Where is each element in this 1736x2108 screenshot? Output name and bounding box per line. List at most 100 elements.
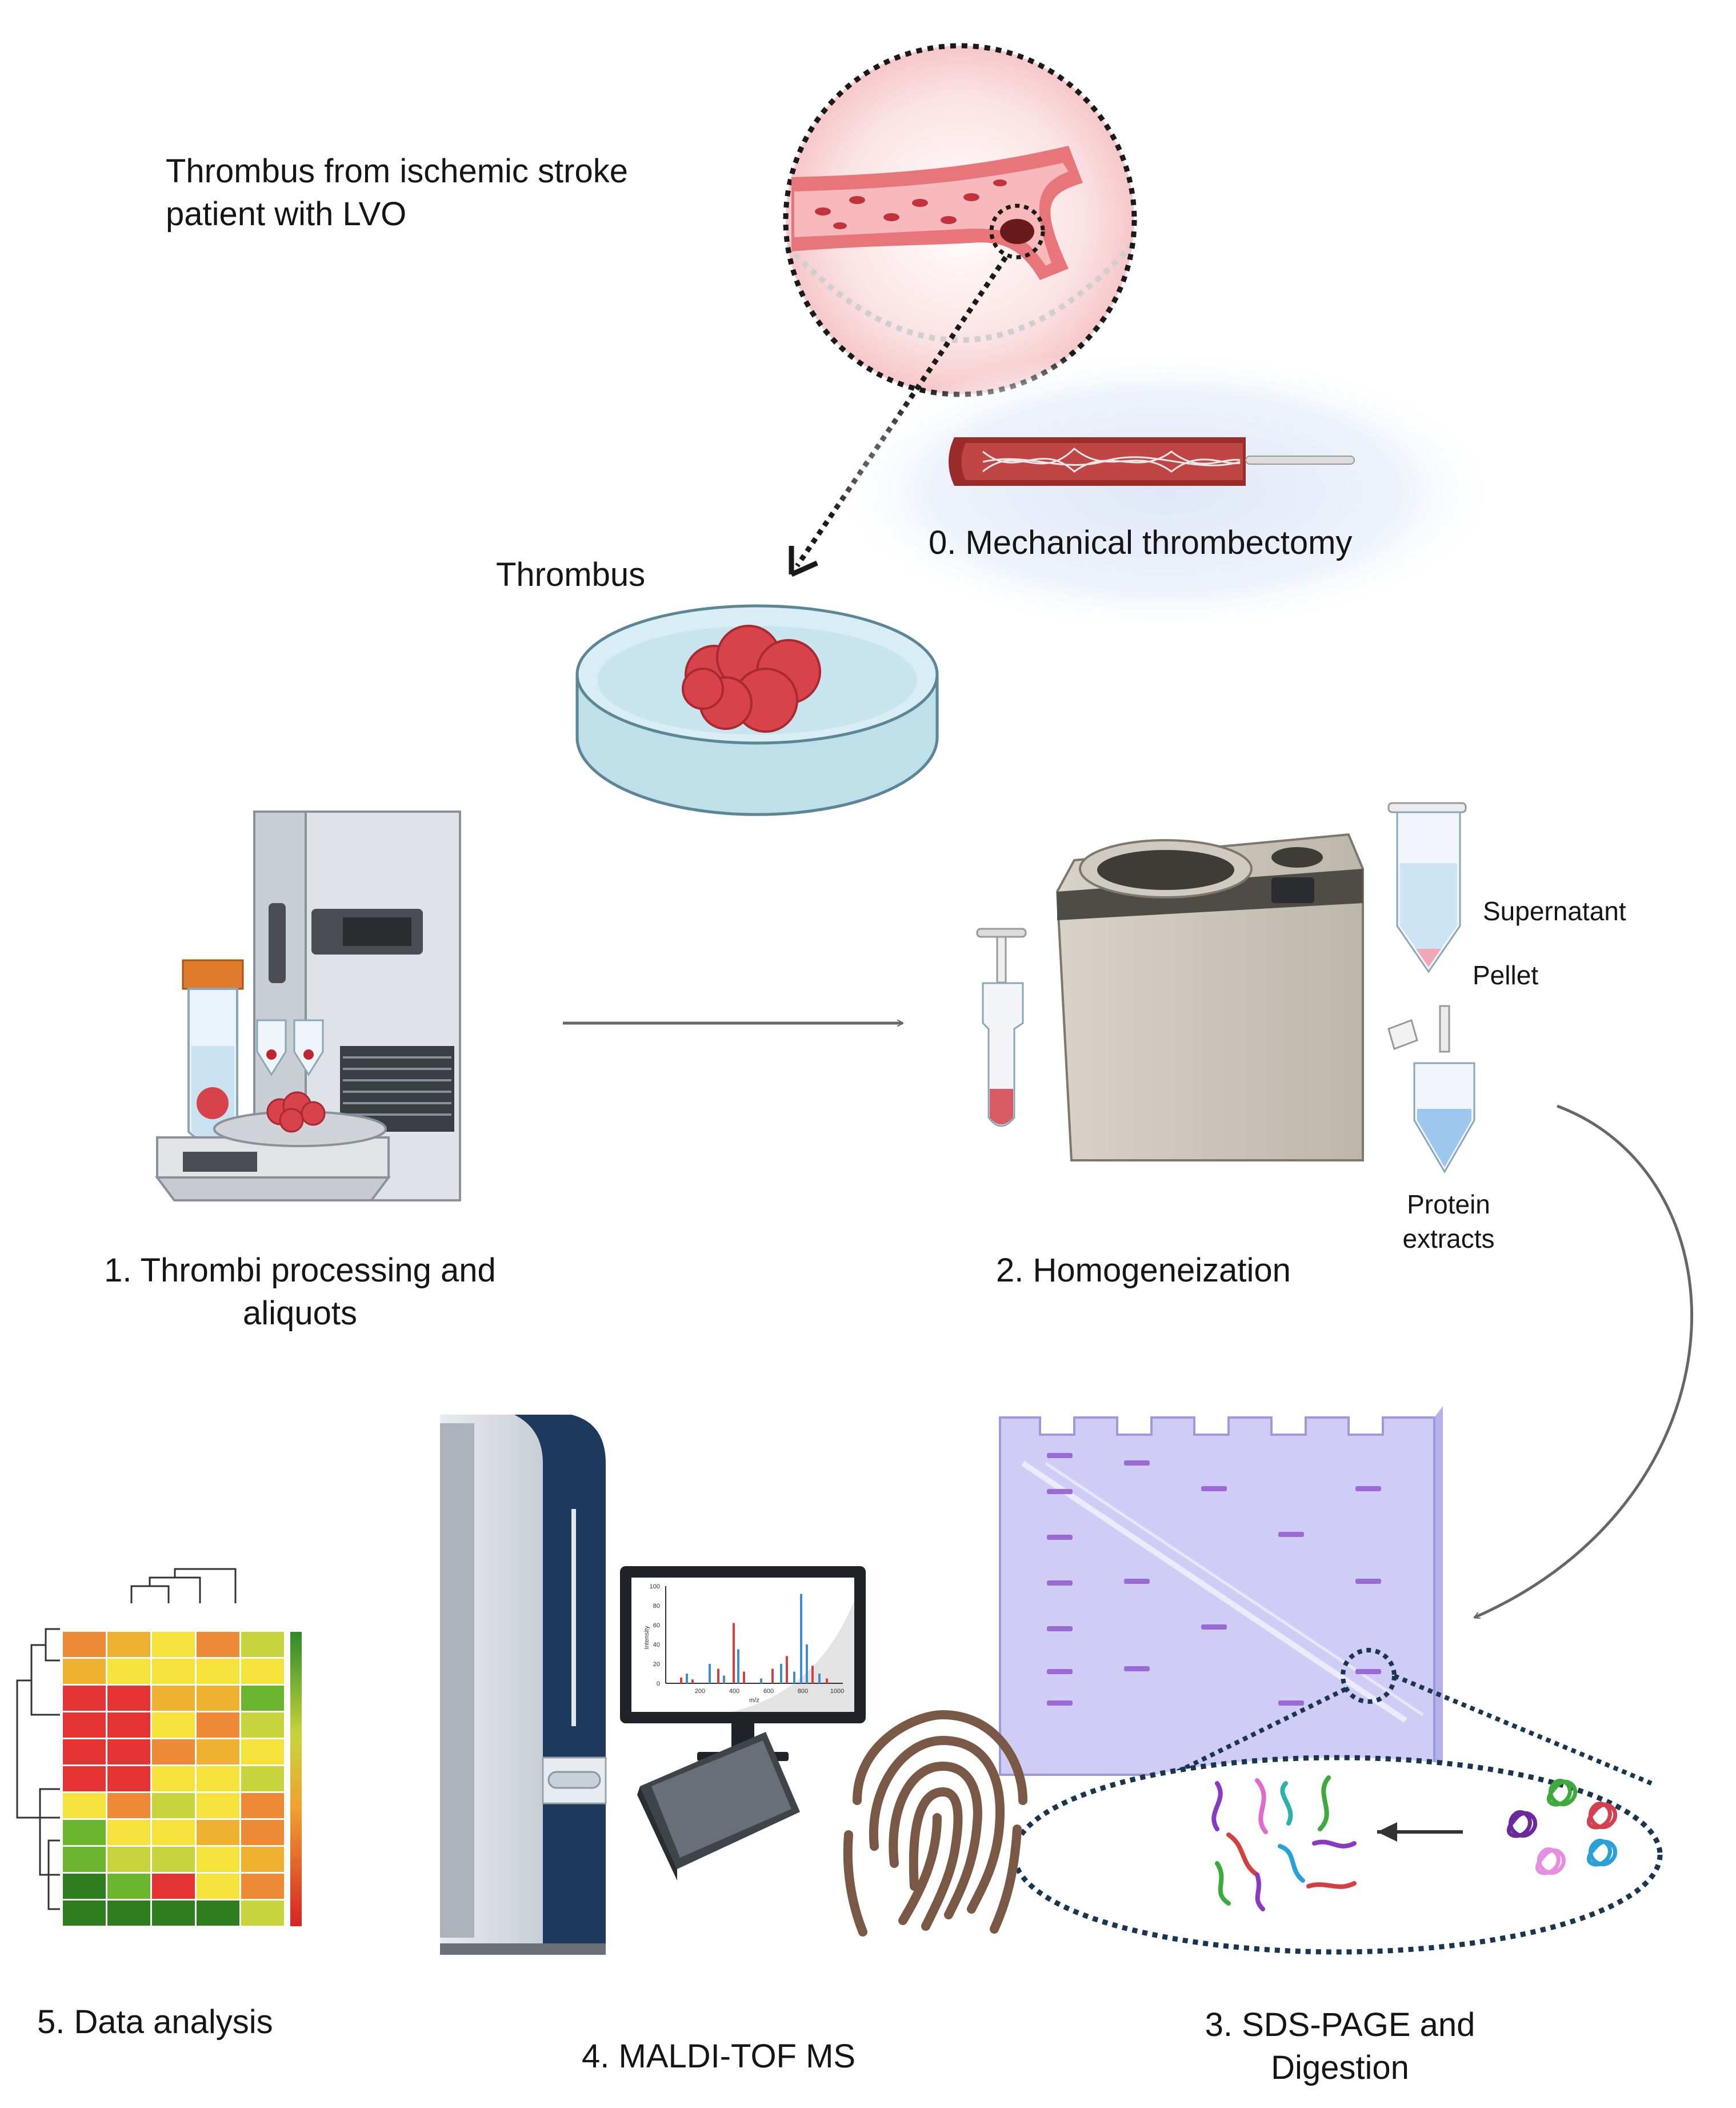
heatmap-cell (241, 1712, 284, 1738)
origin-label: Thrombus from ischemic stroke patient wi… (166, 153, 628, 233)
heatmap (63, 1632, 284, 1926)
heatmap-cell (63, 1793, 106, 1818)
spectrum-x-axis-label: m/z (749, 1697, 759, 1704)
maldi-target-plate (637, 1732, 800, 1881)
heatmap-cell (241, 1847, 284, 1872)
heatmap-cell (63, 1659, 106, 1684)
freezer-and-scale (155, 811, 461, 1201)
maldi-tof-instrument (440, 1415, 607, 1955)
heatmap-cell (63, 1874, 106, 1899)
heatmap-cell (107, 1632, 150, 1657)
spectrum-peak (686, 1674, 688, 1683)
heatmap-cell (241, 1820, 284, 1845)
heatmap-cell (63, 1739, 106, 1764)
spectrum-ytick-80: 80 (653, 1603, 660, 1610)
heatmap-cell (107, 1901, 150, 1926)
stent-retriever (982, 447, 1241, 473)
heatmap-cell (197, 1901, 239, 1926)
homogenizer-and-centrifuge (976, 802, 1475, 1173)
spectrum-ytick-40: 40 (653, 1642, 660, 1648)
spectrum-peak (733, 1623, 735, 1683)
spectrum-peak (709, 1664, 711, 1683)
step5-label: 5. Data analysis (37, 2003, 273, 2041)
step3-label: 3. SDS-PAGE and Digestion (1205, 2006, 1475, 2087)
heatmap-cell (197, 1874, 239, 1899)
spectrum-peak (780, 1664, 782, 1683)
spectrum-peak (826, 1678, 828, 1683)
heatmap-cell (241, 1766, 284, 1791)
heatmap-cell (63, 1766, 106, 1791)
heatmap-cell (63, 1632, 106, 1657)
spectrum-peak (806, 1644, 808, 1683)
step1-label: 1. Thrombi processing and aliquots (104, 1252, 496, 1332)
heatmap-cell (241, 1632, 284, 1657)
heatmap-cell (197, 1847, 239, 1872)
spectrum-xtick-400: 400 (729, 1688, 739, 1695)
heatmap-cell (107, 1659, 150, 1684)
heatmap-cell (107, 1686, 150, 1711)
heatmap-cell (152, 1739, 195, 1764)
proteins (1506, 1778, 1617, 1875)
heatmap-cell (197, 1766, 239, 1791)
spectrum-xtick-600: 600 (763, 1688, 774, 1695)
heatmap-cell (241, 1659, 284, 1684)
thrombectomy-illustration (829, 349, 1503, 634)
heatmap-cell (107, 1712, 150, 1738)
peptides (1211, 1775, 1357, 1911)
supernatant-label: Supernatant (1483, 896, 1626, 926)
vessel-magnifier (783, 43, 1137, 397)
mass-spectrum: 0 20 40 60 80 100 200 400 600 800 1000 m… (643, 1583, 844, 1704)
heatmap-cell (152, 1820, 195, 1845)
spectrum-peak (743, 1671, 745, 1683)
heatmap-cell (63, 1901, 106, 1926)
heatmap-cell (197, 1820, 239, 1845)
heatmap-cell (241, 1739, 284, 1764)
heatmap-cell (63, 1847, 106, 1872)
spectrum-ytick-0: 0 (657, 1680, 660, 1687)
heatmap-cell (197, 1686, 239, 1711)
spectrum-ytick-20: 20 (653, 1661, 660, 1668)
spectrum-xtick-1000: 1000 (830, 1688, 844, 1695)
spectrum-y-axis-label: Intensity (643, 1626, 650, 1649)
heatmap-cell (152, 1659, 195, 1684)
heatmap-cell (152, 1712, 195, 1738)
step4-label: 4. MALDI-TOF MS (582, 2038, 856, 2075)
sds-page-gel (999, 1406, 1653, 1786)
heatmap-cell (152, 1901, 195, 1926)
thrombus-label: Thrombus (496, 556, 646, 593)
heatmap-cell (152, 1766, 195, 1791)
step0-label: 0. Mechanical thrombectomy (929, 524, 1353, 561)
heatmap-cell (107, 1847, 150, 1872)
spectrum-peak (691, 1679, 694, 1683)
heatmap-cell (152, 1793, 195, 1818)
heatmap-cell (197, 1712, 239, 1738)
spectrum-peak (786, 1656, 788, 1683)
heatmap-cell (63, 1712, 106, 1738)
heatmap-cell (241, 1901, 284, 1926)
heatmap-cell (152, 1632, 195, 1657)
heatmap-cell (107, 1820, 150, 1845)
heatmap-cell (197, 1632, 239, 1657)
heatmap-cell (107, 1874, 150, 1899)
spectrum-xtick-800: 800 (798, 1688, 808, 1695)
heatmap-cell (107, 1739, 150, 1764)
heatmap-cell (152, 1847, 195, 1872)
spectrum-peak (760, 1678, 762, 1683)
thrombus-sample (682, 625, 821, 733)
heatmap-cell (63, 1686, 106, 1711)
spectrum-ytick-100: 100 (650, 1583, 660, 1590)
heatmap-cell (197, 1659, 239, 1684)
spectrum-peak (818, 1674, 821, 1683)
dendrogram (16, 1568, 237, 1910)
spectrum-peak (800, 1594, 802, 1683)
heatmap-cell (63, 1820, 106, 1845)
gel-bands (1047, 1453, 1381, 1706)
spectrum-peak (811, 1666, 814, 1683)
heatmap-cell (152, 1874, 195, 1899)
spectrum-peak (680, 1677, 682, 1683)
spectrum-peak (793, 1671, 795, 1683)
step2-label: 2. Homogeneization (996, 1252, 1291, 1289)
heatmap-cell (107, 1793, 150, 1818)
heatmap-cell (197, 1793, 239, 1818)
